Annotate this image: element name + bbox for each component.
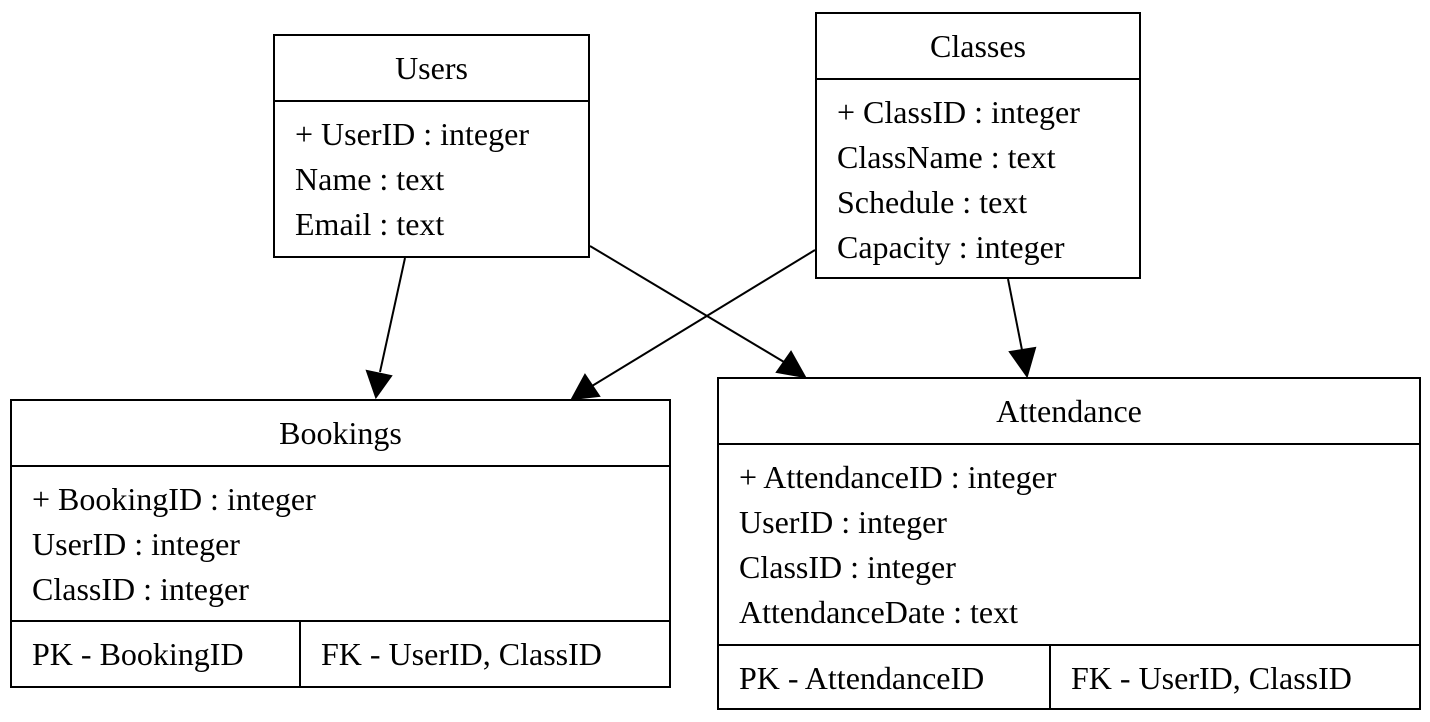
- field-row: + ClassID : integer: [837, 94, 1080, 130]
- field-list: + UserID : integer Name : text Email : t…: [275, 102, 588, 255]
- edge-users-bookings: [365, 257, 406, 400]
- entity-attendance: Attendance + AttendanceID : integer User…: [717, 377, 1421, 710]
- arrowhead-icon: [1008, 346, 1037, 379]
- field-row: UserID : integer: [32, 526, 240, 562]
- field-list: + BookingID : integer UserID : integer C…: [12, 467, 669, 607]
- entity-bookings: Bookings + BookingID : integer UserID : …: [10, 399, 671, 688]
- field-row: + UserID : integer: [295, 116, 529, 152]
- field-row: ClassID : integer: [32, 571, 249, 607]
- edge-classes-bookings: [570, 249, 816, 401]
- field-row: + AttendanceID : integer: [739, 459, 1057, 495]
- field-row: Name : text: [295, 161, 445, 197]
- key-row: PK - AttendanceID FK - UserID, ClassID: [719, 644, 1419, 710]
- entity-title: Attendance: [719, 379, 1419, 445]
- field-row: ClassName : text: [837, 139, 1056, 175]
- edge-classes-attendance: [1007, 278, 1037, 379]
- foreign-key-cell: FK - UserID, ClassID: [1071, 659, 1352, 696]
- entity-title: Users: [275, 36, 588, 102]
- field-list: + ClassID : integer ClassName : text Sch…: [817, 80, 1139, 278]
- entity-title: Classes: [817, 14, 1139, 80]
- field-list: + AttendanceID : integer UserID : intege…: [719, 445, 1419, 644]
- field-row: Schedule : text: [837, 184, 1028, 220]
- field-row: UserID : integer: [739, 504, 947, 540]
- arrowhead-icon: [365, 369, 393, 400]
- edge-users-attendance: [589, 245, 807, 379]
- field-row: Capacity : integer: [837, 229, 1065, 265]
- field-row: ClassID : integer: [739, 549, 956, 585]
- field-row: + BookingID : integer: [32, 481, 316, 517]
- primary-key-cell: PK - AttendanceID: [719, 646, 1051, 710]
- field-row: AttendanceDate : text: [739, 594, 1018, 630]
- key-row: PK - BookingID FK - UserID, ClassID: [12, 620, 669, 686]
- field-row: Email : text: [295, 206, 445, 242]
- entity-classes: Classes + ClassID : integer ClassName : …: [815, 12, 1141, 279]
- primary-key-cell: PK - BookingID: [12, 622, 301, 686]
- arrowhead-icon: [570, 373, 601, 401]
- foreign-key-cell: FK - UserID, ClassID: [321, 635, 602, 672]
- entity-title: Bookings: [12, 401, 669, 467]
- entity-users: Users + UserID : integer Name : text Ema…: [273, 34, 590, 258]
- arrowhead-icon: [775, 350, 807, 379]
